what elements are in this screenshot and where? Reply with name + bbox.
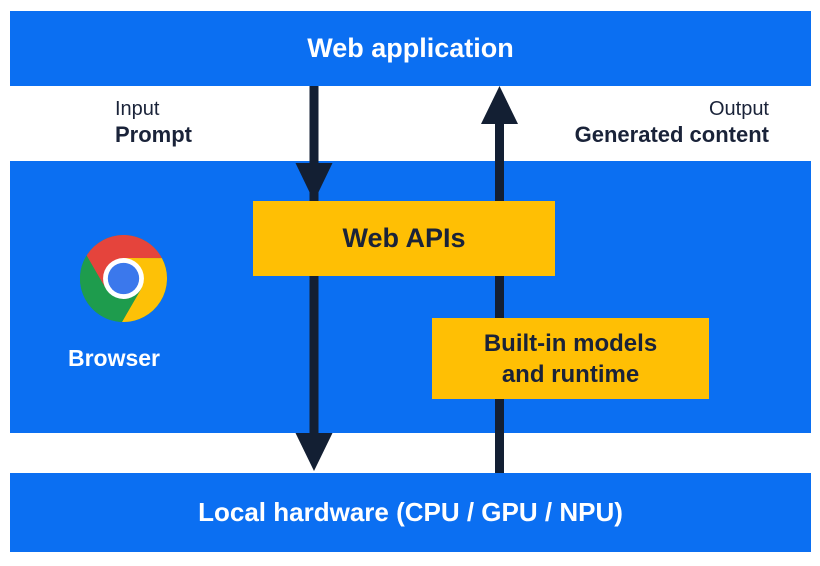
web-application-label: Web application bbox=[307, 33, 514, 63]
generated-content-label: Generated content bbox=[574, 122, 769, 147]
builtin-models-label-line1: Built-in models bbox=[483, 329, 658, 357]
up-arrow bbox=[481, 86, 518, 473]
builtin-models-label-line2: and runtime bbox=[501, 360, 640, 388]
output-label-block: Output Generated content bbox=[575, 97, 769, 148]
web-apis-box: Web APIs bbox=[253, 201, 555, 276]
input-label-block: Input Prompt bbox=[115, 97, 192, 148]
web-apis-label: Web APIs bbox=[342, 223, 466, 253]
chrome-logo-green-segment bbox=[79, 255, 142, 322]
down-arrow bbox=[295, 86, 333, 471]
builtin-models-box: Built-in models and runtime bbox=[432, 318, 709, 399]
browser-label: Browser bbox=[67, 345, 161, 371]
chrome-logo-icon bbox=[79, 234, 168, 323]
web-application-bar: Web application bbox=[10, 11, 811, 86]
input-title: Input bbox=[115, 98, 160, 120]
prompt-label: Prompt bbox=[115, 122, 192, 147]
local-hardware-label: Local hardware (CPU / GPU / NPU) bbox=[198, 497, 623, 527]
local-hardware-bar: Local hardware (CPU / GPU / NPU) bbox=[10, 473, 811, 552]
chrome-logo-blue-center bbox=[107, 262, 140, 295]
output-title: Output bbox=[708, 98, 769, 120]
